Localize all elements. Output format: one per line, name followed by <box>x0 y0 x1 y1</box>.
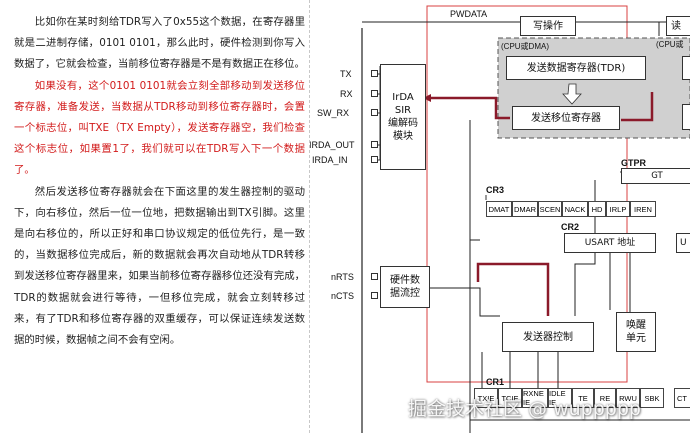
usart-block-diagram: PWDATA 写操作 读 (CPU或DMA) (CPU或 发送数据寄存器(TDR… <box>310 0 690 433</box>
tdr-label: 发送数据寄存器(TDR) <box>526 62 626 74</box>
gt-label: GT <box>651 170 663 181</box>
cr1-label: CR1 <box>486 377 505 387</box>
paragraph-1: 比如你在某时刻给TDR写入了0x55这个数据，在寄存器里就是二进制存储，0101… <box>14 16 305 71</box>
paragraph-3: 然后发送移位寄存器就会在下面这里的发生器控制的驱动下，向右移位，然后一位一位地，… <box>14 185 305 347</box>
read-op-box: 读 <box>666 16 690 36</box>
port-rx <box>371 90 378 97</box>
tdr-box: 发送数据寄存器(TDR) <box>506 56 646 80</box>
cr3-bit-hd: HD <box>588 201 606 217</box>
cr1-bit-idleie: IDLE IE <box>548 388 572 408</box>
flow-control-box: 硬件数 据流控 <box>380 266 430 308</box>
pin-nrts: nRTS <box>331 272 354 282</box>
gt-box: GT <box>621 168 690 184</box>
pin-irda-out: IRDA_OUT <box>310 140 355 150</box>
watermark: 掘金技术社区 @ wuppppp <box>408 398 641 420</box>
article-text: 比如你在某时刻给TDR写入了0x55这个数据，在寄存器里就是二进制存储，0101… <box>0 0 310 433</box>
right-clip-box-1 <box>682 56 690 80</box>
wakeup-unit-box: 唤醒 单元 <box>616 312 656 352</box>
cr1-bit-sbk: SBK <box>640 388 664 408</box>
irda-label: IrDA SIR 编解码 模块 <box>388 92 418 142</box>
paragraph-2: 如果没有，这个0101 0101就会立刻全部移动到发送移位寄存器，准备发送，当数… <box>14 79 305 177</box>
write-op-box: 写操作 <box>520 16 576 36</box>
cr3-bit-nack: NACK <box>562 201 588 217</box>
usart-address-box: USART 地址 <box>564 233 656 253</box>
port-nrts <box>371 273 378 280</box>
cr3-bit-irlp: IRLP <box>606 201 630 217</box>
cr3-bit-iren: IREN <box>630 201 656 217</box>
right-u-box: U <box>676 233 690 253</box>
cr1-bit-txie: TXIE <box>474 388 498 408</box>
cr2-label: CR2 <box>561 222 580 232</box>
pin-irda-in: IRDA_IN <box>312 155 348 165</box>
write-op-label: 写操作 <box>533 20 563 32</box>
cr1-bit-re: RE <box>594 388 616 408</box>
port-ncts <box>371 292 378 299</box>
right-u-label: U <box>680 237 687 248</box>
cr1-right-clip: CT <box>674 388 690 408</box>
cr1-bit-rxneie: RXNE IE <box>522 388 548 408</box>
tx-shift-register-box: 发送移位寄存器 <box>512 106 620 130</box>
pin-rx: RX <box>340 89 353 99</box>
wakeup-unit-label: 唤醒 单元 <box>626 320 646 344</box>
port-irda-out <box>371 141 378 148</box>
tx-shift-label: 发送移位寄存器 <box>531 112 601 124</box>
pwdata-label: PWDATA <box>450 9 488 19</box>
cpu-dma-right-label: (CPU或 <box>656 40 684 49</box>
cr3-bit-dmar: DMAR <box>512 201 538 217</box>
cr1-bit-tcie: TCIE <box>498 388 522 408</box>
tx-controller-box: 发送器控制 <box>502 322 594 352</box>
tx-controller-label: 发送器控制 <box>523 331 573 343</box>
gtpr-label: GTPR <box>621 158 647 168</box>
flow-control-label: 硬件数 据流控 <box>390 275 420 299</box>
cr3-label: CR3 <box>486 185 505 195</box>
cpu-dma-label: (CPU或DMA) <box>501 42 549 51</box>
pin-tx: TX <box>340 69 352 79</box>
cr3-bit-dmat: DMAT <box>486 201 512 217</box>
port-sw-rx <box>371 109 378 116</box>
port-irda-in <box>371 156 378 163</box>
cr1-bit-rwu: RWU <box>616 388 640 408</box>
right-clip-box-2 <box>682 104 690 130</box>
cr1-bit-te: TE <box>572 388 594 408</box>
pin-sw-rx: SW_RX <box>317 108 350 118</box>
irda-module-box: IrDA SIR 编解码 模块 <box>380 64 426 170</box>
usart-address-label: USART 地址 <box>584 237 636 248</box>
cr3-bit-scen: SCEN <box>538 201 562 217</box>
read-op-label: 读 <box>671 20 681 32</box>
pin-ncts: nCTS <box>331 291 355 301</box>
port-tx <box>371 70 378 77</box>
